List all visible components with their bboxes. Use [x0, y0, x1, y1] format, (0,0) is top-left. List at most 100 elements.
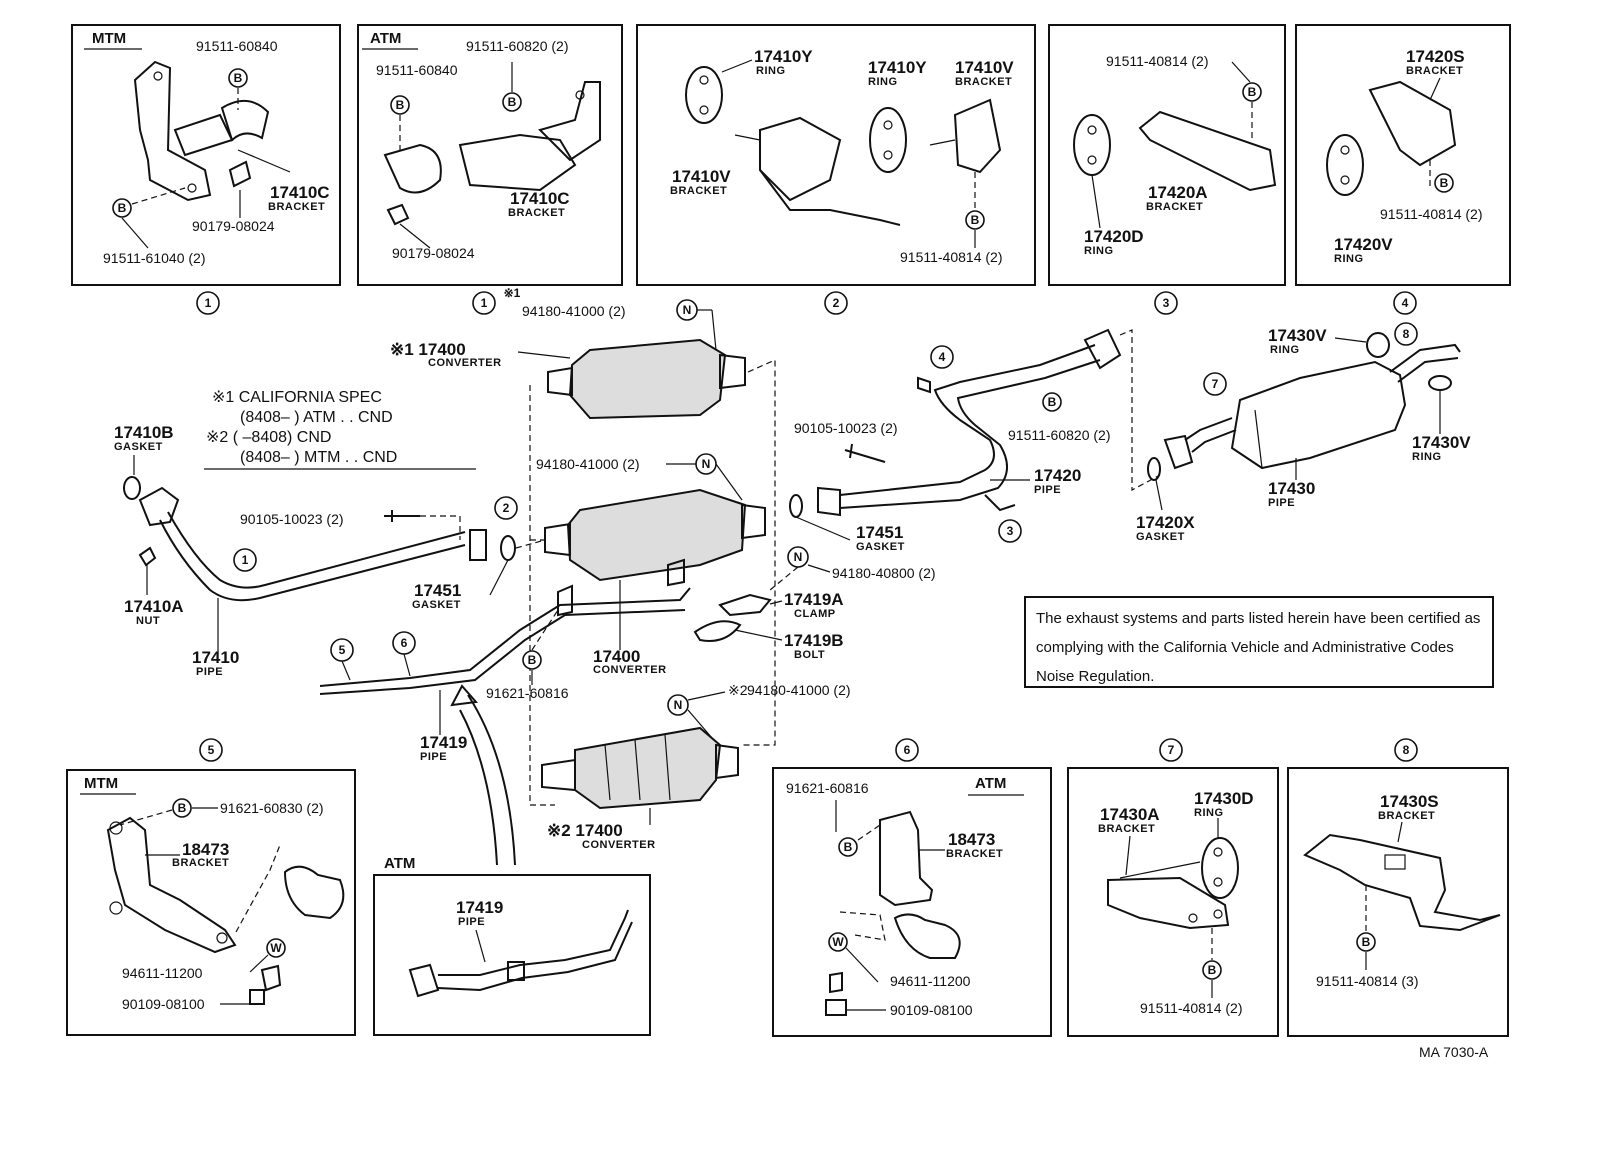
nut-label: 90179-08024 — [392, 245, 475, 261]
svg-text:B: B — [528, 653, 537, 667]
screw-label: 90109-08100 — [890, 1002, 973, 1018]
certification-note: The exhaust systems and parts listed her… — [1024, 596, 1494, 688]
legend-line-3: ※2 ( –8408) CND — [206, 429, 331, 446]
ring1-code: 17410Y — [754, 47, 813, 66]
ring-v2-name: RING — [1412, 451, 1442, 463]
part-code: 17410C — [270, 183, 330, 202]
conv2-mark: ※2 — [728, 682, 748, 698]
svg-text:B: B — [971, 213, 980, 227]
bolt-a-label: 91511-60840 — [376, 62, 458, 78]
bracket2-code: 17410V — [955, 58, 1014, 77]
part-code: 18473 — [182, 840, 229, 859]
part-code: 17420A — [1148, 183, 1208, 202]
ref-6: 6 — [904, 743, 911, 757]
ref-8: 8 — [1403, 743, 1410, 757]
ref-1-atm: 1 — [481, 296, 488, 310]
conv1-nut-label: 94180-41000 (2) — [522, 303, 626, 319]
pipe-17419-group: 5 6 B 91621-60816 17419 PIPE — [319, 584, 691, 866]
pipe-19-name: PIPE — [420, 751, 447, 763]
bolt-label: 91511-40814 (2) — [1380, 206, 1482, 222]
svg-text:5: 5 — [339, 643, 346, 657]
part-name: BRACKET — [1146, 201, 1203, 213]
part-name: BRACKET — [172, 857, 229, 869]
tag-mtm: MTM — [84, 775, 118, 792]
svg-text:B: B — [1248, 85, 1257, 99]
ring1-name: RING — [756, 65, 786, 77]
conv2-name: CONVERTER — [582, 839, 656, 851]
svg-text:1: 1 — [242, 553, 249, 567]
box-4: 17420S BRACKET B 91511-40814 (2) 17420V … — [1295, 24, 1511, 286]
front-pipe-group: 17410B GASKET 1 90105-10023 (2) 17410A N… — [114, 423, 487, 678]
bolt-label: 91511-40814 (2) — [1140, 1000, 1242, 1016]
gasket-x-name: GASKET — [1136, 531, 1185, 543]
gasket-1-code: 17451 — [414, 581, 461, 600]
bolt-b-label: 91511-60820 (2) — [466, 38, 568, 54]
box-1-mtm: MTM 91511-60840 B 17410C BRACKET 90179-0… — [71, 24, 341, 286]
nut-a-name: NUT — [136, 615, 160, 627]
ring-name: RING — [1334, 253, 1364, 265]
ref-1-mtm: 1 — [205, 296, 212, 310]
clamp-group: N 94180-40800 (2) 17419A CLAMP 17419B BO… — [693, 546, 936, 661]
bolt-label: 91621-60816 — [786, 780, 869, 796]
ring-v2-code: 17430V — [1412, 433, 1471, 452]
bolt-label: 91621-60830 (2) — [220, 800, 324, 816]
gasket-x-code: 17420X — [1136, 513, 1195, 532]
svg-text:6: 6 — [401, 636, 408, 650]
svg-text:N: N — [674, 698, 683, 712]
bolt-bottom-label: 91511-61040 (2) — [103, 250, 205, 266]
svg-text:W: W — [832, 935, 844, 949]
bolt-19b-name: BOLT — [794, 649, 825, 661]
conv1-name: CONVERTER — [428, 357, 502, 369]
box-5: MTM B 91621-60830 (2) 18473 BRACKET W 94… — [66, 769, 356, 1036]
pipe-19-code: 17419 — [420, 733, 467, 752]
washer-label: 94611-11200 — [890, 973, 971, 989]
ref-5: 5 — [208, 743, 215, 757]
ring-v1-code: 17430V — [1268, 326, 1327, 345]
converter-california: ※1 94180-41000 (2) N ※1 17400 CONVERTER — [390, 286, 746, 420]
svg-text:B: B — [844, 840, 853, 854]
bolt-16-label: 91621-60816 — [486, 685, 569, 701]
ring-v1-name: RING — [1270, 344, 1300, 356]
bolt-label: 91511-40814 (2) — [1106, 53, 1208, 69]
gasket-b-code: 17410B — [114, 423, 174, 442]
clamp-name: CLAMP — [794, 608, 836, 620]
tag-mtm: MTM — [92, 30, 126, 47]
tag-atm: ATM — [384, 855, 415, 872]
conv-nut-label: 94180-41000 (2) — [536, 456, 640, 472]
gasket-2-name: GASKET — [856, 541, 905, 553]
ring-name: RING — [1194, 807, 1224, 819]
box-2: 17410Y RING 17410V BRACKET 17410Y RING 1… — [636, 24, 1036, 286]
center-pipe-group: 90105-10023 (2) 17451 GASKET 4 B 91511-6… — [789, 328, 1161, 553]
bolt-label: 91511-60840 — [196, 38, 278, 54]
gasket-b-name: GASKET — [114, 441, 163, 453]
bolt-front-label: 90105-10023 (2) — [240, 511, 344, 527]
conv1-code: ※1 17400 — [390, 340, 466, 359]
gasket-2-code: 17451 — [856, 523, 903, 542]
conv1-mark: ※1 — [504, 286, 521, 300]
converter-standard: 17400 CONVERTER — [544, 488, 766, 676]
bolt-center-label: 90105-10023 (2) — [794, 420, 898, 436]
ref-4: 4 — [1402, 296, 1409, 310]
svg-text:3: 3 — [1007, 524, 1014, 538]
box-3: 91511-40814 (2) B 17420A BRACKET 17420D … — [1048, 24, 1286, 286]
pipe-front-code: 17410 — [192, 648, 239, 667]
box-8: 17430S BRACKET B 91511-40814 (3) — [1287, 767, 1509, 1037]
conv2-nut-label: 94180-41000 (2) — [747, 682, 851, 698]
clamp-code: 17419A — [784, 590, 844, 609]
pipe-center-code: 17420 — [1034, 466, 1081, 485]
conv-name: CONVERTER — [593, 664, 667, 676]
svg-text:B: B — [1440, 176, 1449, 190]
ref-7: 7 — [1168, 743, 1175, 757]
svg-text:B: B — [508, 95, 517, 109]
part-name: BRACKET — [946, 848, 1003, 860]
svg-text:N: N — [683, 303, 692, 317]
part-name: BRACKET — [508, 207, 565, 219]
bracket1-code: 17410V — [672, 167, 731, 186]
ring-name: RING — [1084, 245, 1114, 257]
bolt-center-b-label: 91511-60820 (2) — [1008, 427, 1110, 443]
part-code: 17419 — [456, 898, 503, 917]
washer-label: 94611-11200 — [122, 965, 203, 981]
ring-code: 17430D — [1194, 789, 1254, 808]
bracket2-name: BRACKET — [955, 76, 1012, 88]
part-name: PIPE — [458, 916, 485, 928]
